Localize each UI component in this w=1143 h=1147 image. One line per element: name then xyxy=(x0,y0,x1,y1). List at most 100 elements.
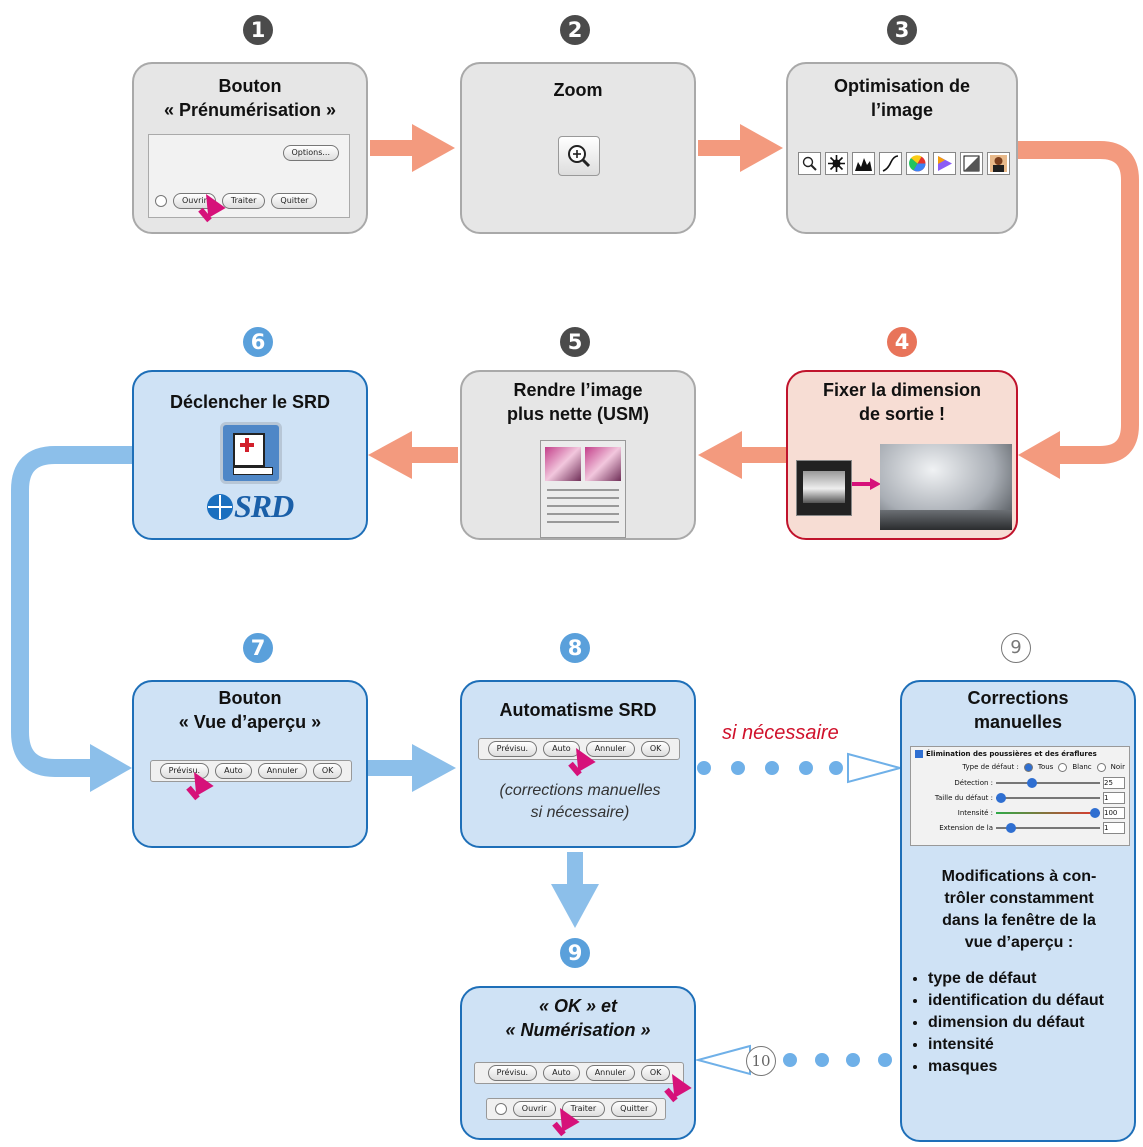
ok-button[interactable]: OK xyxy=(312,763,343,779)
desc-line-2: trôler constamment xyxy=(944,890,1094,907)
magnifier-icon xyxy=(568,145,591,168)
dotted-arrow-head-right xyxy=(847,752,904,784)
arrow-5-6 xyxy=(368,431,458,479)
portrait-icon[interactable] xyxy=(987,152,1010,175)
manual-corrections-box: Corrections manuelles Élimination des po… xyxy=(900,680,1136,1142)
slider-rows: Détection :25 Taille du défaut :1 Intens… xyxy=(915,775,1125,835)
zoom-tool-button[interactable] xyxy=(558,136,600,176)
prescan-button-row: Ouvrir Traiter Quitter xyxy=(155,193,318,209)
step-7-box: Bouton « Vue d’aperçu » Prévisu. Auto An… xyxy=(132,680,368,848)
srd-button-icon[interactable] xyxy=(220,422,282,484)
arrow-8-9 xyxy=(551,852,599,928)
intensity-slider[interactable] xyxy=(996,807,1100,818)
radio-black[interactable] xyxy=(1096,762,1106,772)
step-5-title-l2: plus nette (USM) xyxy=(507,404,649,424)
help-icon[interactable] xyxy=(494,1103,507,1115)
zoom-icon[interactable] xyxy=(798,152,821,175)
arrow-3-4-loop xyxy=(1018,141,1139,464)
bullet-item: intensité xyxy=(928,1036,1138,1054)
bullet-item: dimension du défaut xyxy=(928,1014,1138,1032)
step-2-title: Zoom xyxy=(553,80,603,100)
preview-button[interactable]: Prévisu. xyxy=(487,741,538,757)
prescan-dialog: Options... Ouvrir Traiter Quitter xyxy=(148,134,350,218)
detection-slider[interactable] xyxy=(996,777,1100,788)
quit-button[interactable]: Quitter xyxy=(271,193,318,209)
arrow-3-4-head xyxy=(1018,431,1060,479)
step-number-9: 9 xyxy=(560,938,590,968)
help-icon[interactable] xyxy=(155,195,167,207)
step-5-box: Rendre l’image plus nette (USM) xyxy=(460,370,696,540)
auto-button[interactable]: Auto xyxy=(215,763,252,779)
step-5-title-l1: Rendre l’image xyxy=(513,380,643,400)
step-9-title-l1: « OK » et xyxy=(538,996,618,1016)
manual-description: Modifications à con- trôler constamment … xyxy=(912,866,1126,954)
step-8-box: Automatisme SRD Prévisu. Auto Annuler OK… xyxy=(460,680,696,848)
dotted-arrow-head-left xyxy=(694,1044,751,1076)
bullet-item: type de défaut xyxy=(928,970,1138,988)
cancel-button[interactable]: Annuler xyxy=(585,741,635,757)
step-7-title-l1: Bouton xyxy=(218,688,282,708)
arrow-1-2 xyxy=(370,124,455,172)
desc-line-3: dans la fenêtre de la xyxy=(942,912,1096,929)
defect-type-label: Type de défaut : xyxy=(962,763,1019,771)
step-9-title-l2: « Numérisation » xyxy=(505,1020,651,1040)
arrow-2-3 xyxy=(698,124,783,172)
desc-line-4: vue d’aperçu : xyxy=(964,934,1074,951)
dotted-arrow-8-manual xyxy=(697,761,843,775)
cancel-button[interactable]: Annuler xyxy=(257,763,307,779)
color-wheel-icon[interactable] xyxy=(906,152,929,175)
arrow-4-5 xyxy=(698,431,786,479)
step-number-3: 3 xyxy=(887,15,917,45)
desc-line-1: Modifications à con- xyxy=(941,868,1097,885)
black-white-point-icon[interactable] xyxy=(825,152,848,175)
defect-type-row: Type de défaut : Tous Blanc Noir xyxy=(962,762,1125,772)
optimization-toolbar xyxy=(798,152,1010,175)
ok-button[interactable]: OK xyxy=(640,741,671,757)
step-4-box: Fixer la dimension de sortie ! xyxy=(786,370,1018,540)
size-slider[interactable] xyxy=(996,792,1100,803)
usm-dialog-thumbnail xyxy=(540,440,626,538)
dust-panel-header: Élimination des poussières et des éraflu… xyxy=(911,747,1129,761)
step-number-6: 6 xyxy=(243,327,273,357)
manual-title-l1: Corrections xyxy=(967,688,1069,708)
extension-slider[interactable] xyxy=(996,822,1100,833)
arrow-6-7-loop xyxy=(11,446,132,777)
step-3-box: Optimisation de l’image xyxy=(786,62,1018,234)
selective-color-icon[interactable] xyxy=(933,152,956,175)
preview-button[interactable]: Prévisu. xyxy=(487,1065,538,1081)
process-button[interactable]: Traiter xyxy=(221,193,266,209)
bullet-item: identification du défaut xyxy=(928,992,1138,1010)
brightness-contrast-icon[interactable] xyxy=(960,152,983,175)
open-button[interactable]: Ouvrir xyxy=(512,1101,556,1117)
slider-row-size: Taille du défaut :1 xyxy=(915,790,1125,805)
step-3-title-l2: l’image xyxy=(870,100,934,120)
step-4-title-l2: de sortie ! xyxy=(858,404,946,424)
cancel-button[interactable]: Annuler xyxy=(585,1065,635,1081)
manual-bullet-list: type de défaut identification du défaut … xyxy=(928,970,1138,1080)
radio-all[interactable] xyxy=(1023,762,1033,772)
dust-removal-panel: Élimination des poussières et des éraflu… xyxy=(910,746,1130,846)
options-button[interactable]: Options... xyxy=(282,145,339,161)
auto-button[interactable]: Auto xyxy=(543,1065,580,1081)
final-button-row: Prévisu. Auto Annuler OK xyxy=(474,1062,684,1084)
step-number-9-manual: 9 xyxy=(1001,633,1031,663)
step-6-title: Déclencher le SRD xyxy=(169,392,331,412)
checkbox-icon[interactable] xyxy=(915,750,923,758)
slider-row-intensity: Intensité :100 xyxy=(915,805,1125,820)
step-number-1: 1 xyxy=(243,15,273,45)
step-number-5: 5 xyxy=(560,327,590,357)
step-8-note-l1: (corrections manuelles xyxy=(499,782,661,799)
ok-button[interactable]: OK xyxy=(640,1065,671,1081)
step-8-note-l2: si nécessaire) xyxy=(530,804,630,821)
enlarged-image xyxy=(880,444,1012,530)
radio-white[interactable] xyxy=(1058,762,1068,772)
curves-icon[interactable] xyxy=(879,152,902,175)
step-1-title-l2: « Prénumérisation » xyxy=(163,100,337,120)
step-number-4: 4 xyxy=(887,327,917,357)
quit-button[interactable]: Quitter xyxy=(611,1101,658,1117)
preview-button-row: Prévisu. Auto Annuler OK xyxy=(150,760,352,782)
step-1-title-l1: Bouton xyxy=(218,76,282,96)
dotted-arrow-manual-9 xyxy=(783,1053,892,1067)
histogram-icon[interactable] xyxy=(852,152,875,175)
